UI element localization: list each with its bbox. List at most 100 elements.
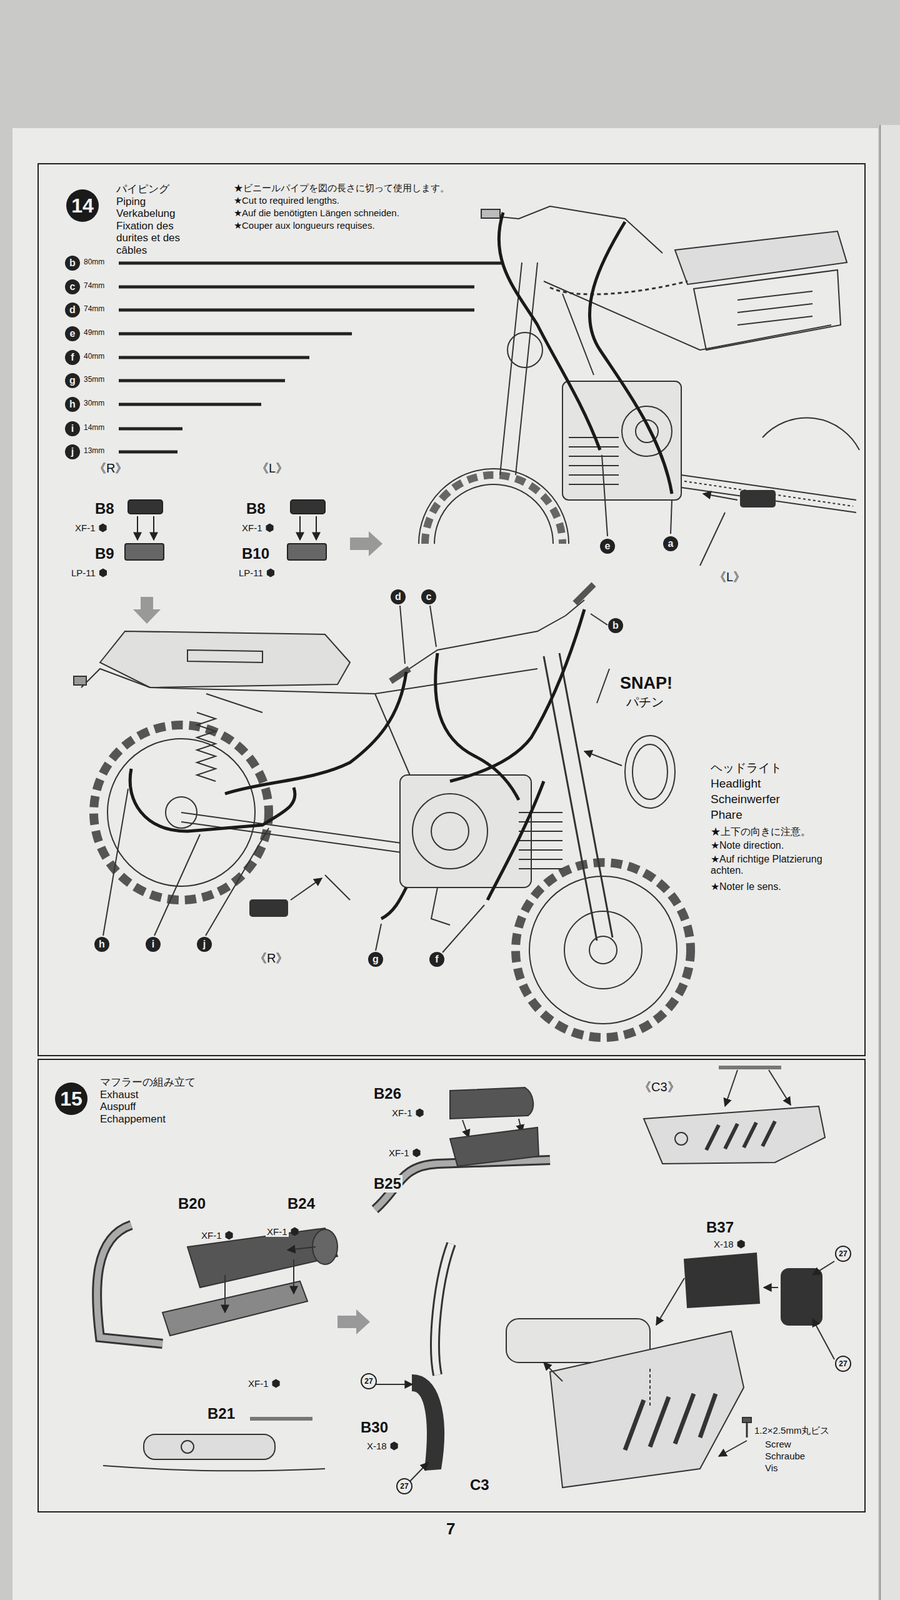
line-art	[287, 1246, 316, 1250]
part-number: B9	[93, 545, 116, 563]
line-art	[589, 936, 617, 964]
line-art	[418, 206, 860, 566]
callout-number: 27	[396, 1478, 413, 1495]
paint-marker	[266, 568, 275, 578]
line-art	[596, 668, 610, 704]
length-label: 30mm	[82, 399, 106, 409]
line-art	[487, 206, 663, 254]
part-number: B24	[286, 1195, 317, 1213]
line-art	[125, 543, 164, 560]
line-art	[118, 427, 183, 431]
length-label: 14mm	[82, 423, 106, 433]
line-art	[740, 490, 775, 507]
line-art	[118, 263, 504, 452]
line-art	[154, 834, 200, 936]
line-art	[96, 1225, 163, 1344]
callout-letter: f	[65, 350, 80, 365]
line-art	[375, 923, 382, 951]
part-caption: ヘッドライト	[709, 761, 784, 775]
part-caption: Headlight	[709, 776, 762, 791]
paint-marker	[99, 568, 107, 578]
callout-letter: h	[94, 936, 110, 952]
line-art	[703, 493, 738, 500]
line-art	[315, 516, 317, 540]
line-art	[649, 1368, 651, 1407]
line-art	[250, 1416, 313, 1421]
part-number: B20	[176, 1195, 207, 1213]
line-art	[684, 481, 854, 507]
line-art	[812, 1261, 835, 1275]
callout-letter: g	[65, 373, 80, 389]
line-art	[812, 1318, 835, 1360]
line-art	[293, 1259, 295, 1294]
length-label: 74mm	[82, 305, 106, 314]
length-label: 35mm	[82, 375, 106, 385]
line-art	[543, 281, 832, 375]
length-label: 49mm	[82, 328, 106, 338]
paint-marker	[413, 1148, 421, 1158]
note-text: ★Auf richtige Platzierung achten.	[709, 853, 859, 877]
line-art	[162, 1281, 308, 1336]
line-art	[73, 584, 691, 1038]
line-art	[118, 356, 310, 360]
paint-code: XF-1	[200, 1230, 224, 1241]
callout-letter: f	[429, 951, 445, 967]
line-art	[400, 600, 585, 675]
line-art	[125, 500, 327, 560]
note-text: ★Couper aux longueurs requises.	[232, 220, 377, 231]
line-art	[81, 668, 150, 688]
line-art	[737, 291, 813, 325]
step-heading: パイピング Piping Verkabelung Fixation des du…	[115, 183, 199, 257]
line-art	[507, 332, 543, 368]
line-art	[550, 281, 688, 295]
line-art	[224, 1275, 226, 1313]
callout-letter: g	[368, 951, 384, 967]
note-text: ★Auf die benötigten Längen schneiden.	[232, 207, 401, 219]
line-art	[601, 455, 608, 537]
line-art	[100, 631, 350, 688]
line-art	[450, 1127, 539, 1167]
line-art	[381, 887, 407, 919]
line-art	[431, 812, 469, 850]
paint-marker	[737, 1240, 745, 1249]
line-art	[73, 676, 87, 685]
line-art	[418, 468, 569, 544]
callout-letter: e	[600, 538, 615, 554]
line-art	[693, 270, 841, 350]
paint-code: XF-1	[73, 522, 97, 534]
line-art	[103, 1465, 325, 1471]
length-label: 13mm	[82, 446, 106, 456]
line-art	[879, 125, 881, 1600]
step-heading: マフラーの組み立て Exhaust Auspuff Echappement	[98, 1076, 177, 1125]
note-text: ★上下の向きに注意。	[709, 826, 812, 838]
line-art	[575, 584, 594, 604]
callout-letter: c	[65, 279, 80, 295]
line-art	[299, 516, 301, 540]
step-panel: 14 パイピング Piping Verkabelung Fixation des …	[37, 163, 866, 1057]
paint-code: XF-1	[387, 1147, 411, 1159]
step-number: 14	[66, 189, 99, 222]
paint-code: XF-1	[240, 522, 264, 534]
paint-marker	[390, 1441, 399, 1451]
line-art	[118, 379, 285, 383]
line-art	[487, 781, 544, 900]
paint-code: X-18	[712, 1238, 735, 1250]
side-label: 《L》	[255, 461, 290, 476]
line-art	[589, 221, 672, 494]
line-art	[590, 613, 608, 625]
line-art	[350, 531, 383, 557]
line-art	[412, 793, 488, 869]
line-art	[562, 381, 682, 500]
line-art	[118, 285, 475, 289]
part-number: B37	[705, 1218, 735, 1237]
line-art	[118, 332, 352, 336]
callout-letter: c	[421, 589, 437, 605]
line-art	[410, 1462, 429, 1482]
note-text: ★Cut to required lengths.	[232, 195, 341, 206]
side-label: 《R》	[92, 461, 129, 476]
length-label: 40mm	[82, 352, 106, 362]
line-art	[196, 712, 216, 782]
callout-letter: b	[65, 255, 80, 271]
paint-code: Vis	[763, 1462, 780, 1474]
